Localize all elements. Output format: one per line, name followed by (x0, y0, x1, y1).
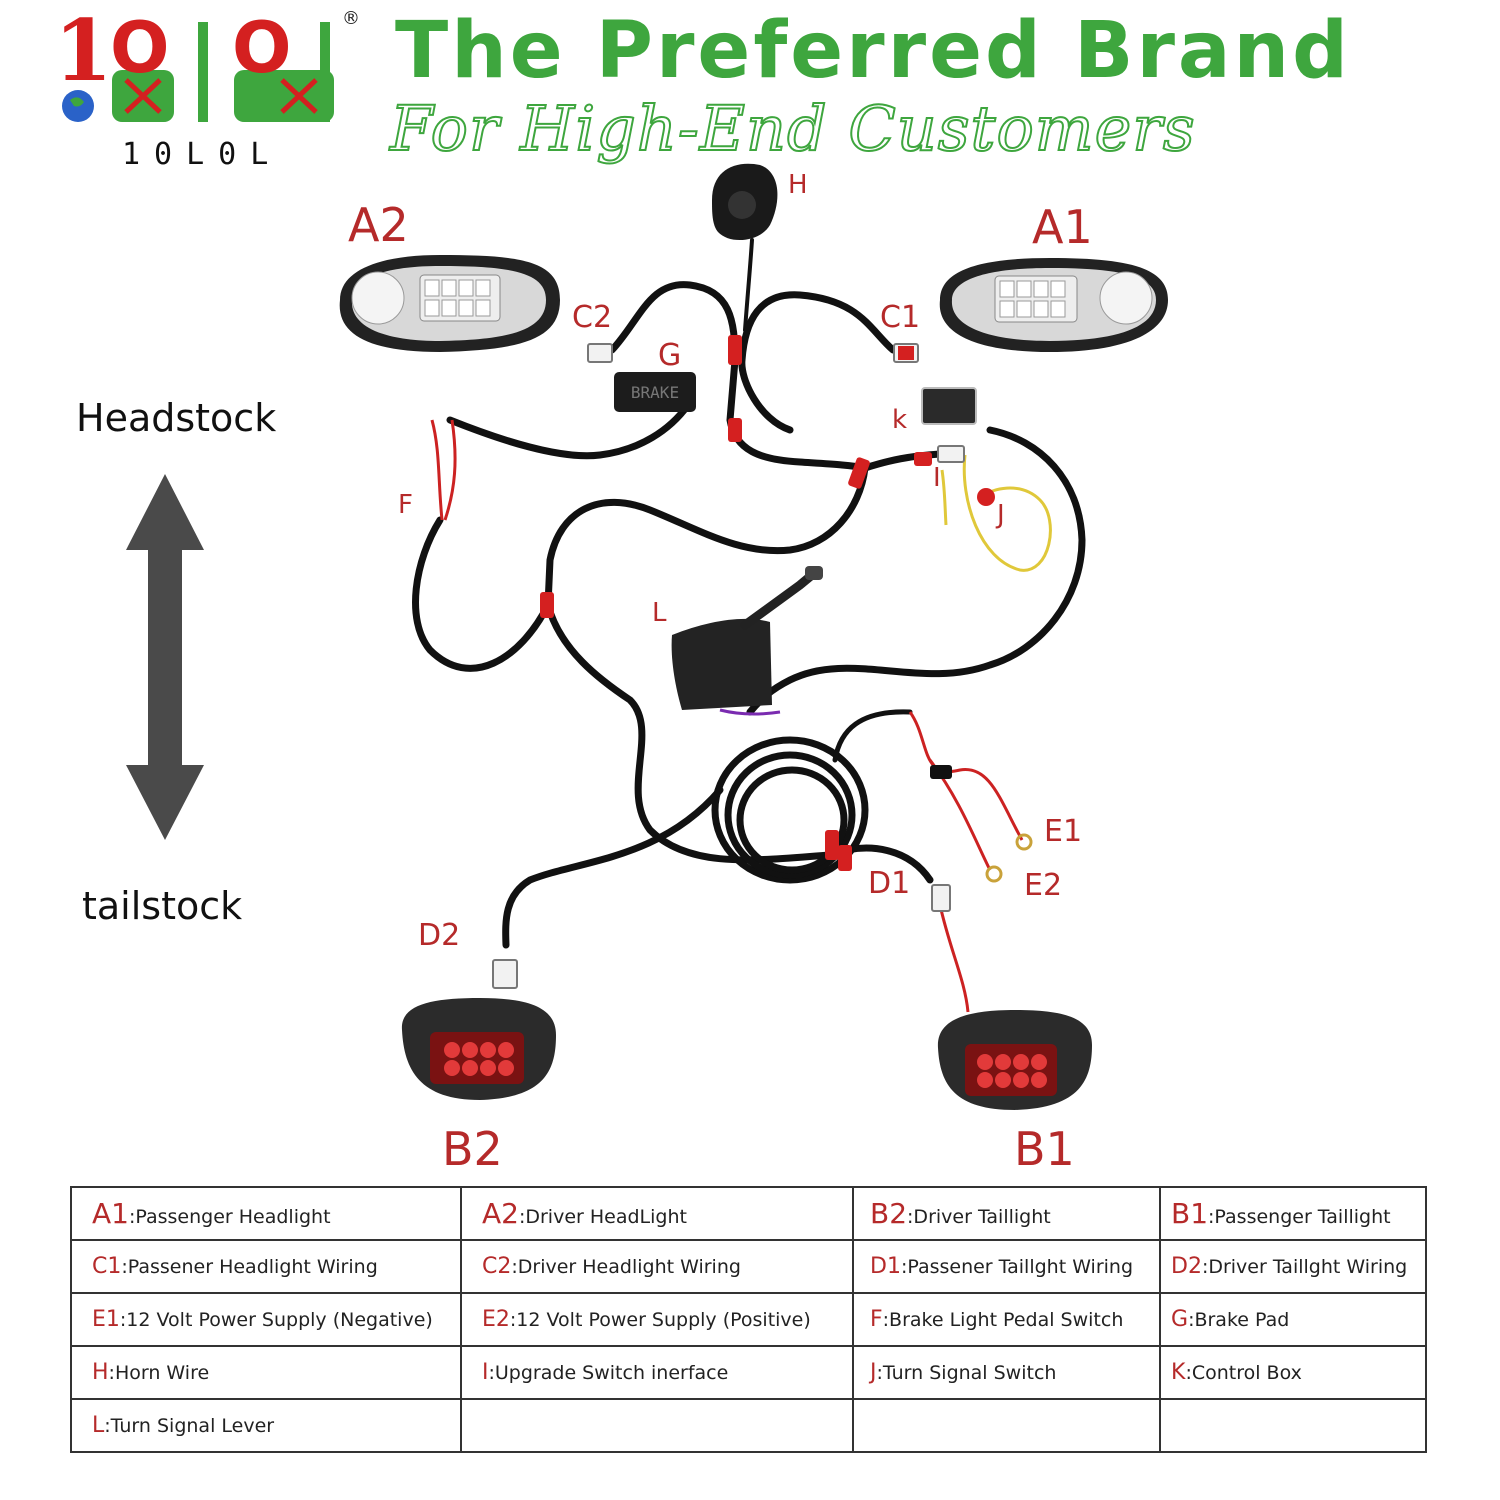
legend-cell: K:Control Box (1159, 1345, 1427, 1400)
taillight-b2 (401, 998, 556, 1100)
label-a2: A2 (348, 198, 409, 252)
label-j: J (997, 500, 1005, 530)
legend-cell: A2:Driver HeadLight (460, 1186, 854, 1241)
legend-cell: F:Brake Light Pedal Switch (852, 1292, 1161, 1347)
headlight-a2 (339, 255, 560, 352)
legend-cell: E1:12 Volt Power Supply (Negative) (70, 1292, 462, 1347)
turn-signal-lever-icon (671, 566, 823, 716)
legend-cell: E2:12 Volt Power Supply (Positive) (460, 1292, 854, 1347)
legend-cell: G:Brake Pad (1159, 1292, 1427, 1347)
headlight-a1 (939, 258, 1168, 352)
legend-cell: I:Upgrade Switch inerface (460, 1345, 854, 1400)
legend-cell (1159, 1398, 1427, 1453)
legend-cell (460, 1398, 854, 1453)
legend-cell: C1:Passener Headlight Wiring (70, 1239, 462, 1294)
control-box-icon (921, 387, 977, 425)
label-i: I (933, 463, 941, 493)
svg-text:O: O (110, 8, 170, 89)
double-arrow-icon (126, 474, 204, 840)
wiring-diagram: BRAKE (339, 163, 1168, 1110)
registered-mark: ® (342, 8, 360, 29)
label-c2: C2 (572, 300, 613, 335)
svg-text:1: 1 (54, 8, 112, 100)
label-e2: E2 (1024, 868, 1063, 903)
tailstock-label: tailstock (82, 884, 243, 928)
legend-row: E1:12 Volt Power Supply (Negative) E2:12… (70, 1292, 1427, 1347)
label-l: L (652, 598, 667, 628)
legend-row: C1:Passener Headlight Wiring C2:Driver H… (70, 1239, 1427, 1294)
legend-row: L:Turn Signal Lever (70, 1398, 1427, 1453)
label-k: k (892, 405, 908, 435)
legend-table: A1:Passenger Headlight A2:Driver HeadLig… (70, 1186, 1427, 1453)
legend-cell: A1:Passenger Headlight (70, 1186, 462, 1241)
label-b1: B1 (1014, 1122, 1075, 1176)
headline: The Preferred Brand (395, 6, 1351, 96)
label-e1: E1 (1044, 814, 1083, 849)
legend-cell: H:Horn Wire (70, 1345, 462, 1400)
legend-cell: B2:Driver Taillight (852, 1186, 1161, 1241)
horn-icon (712, 163, 778, 241)
subline: For High-End Customers (389, 91, 1196, 166)
brand-logo: 1 O O (54, 8, 334, 122)
svg-text:O: O (232, 8, 292, 89)
legend-row: H:Horn Wire I:Upgrade Switch inerface J:… (70, 1345, 1427, 1400)
legend-cell: B1:Passenger Taillight (1159, 1186, 1427, 1241)
label-d1: D1 (868, 866, 911, 901)
label-g: G (658, 338, 682, 373)
label-d2: D2 (418, 918, 461, 953)
legend-cell: C2:Driver Headlight Wiring (460, 1239, 854, 1294)
headstock-label: Headstock (76, 396, 277, 440)
legend-cell: J:Turn Signal Switch (852, 1345, 1161, 1400)
legend-cell: D1:Passener Taillght Wiring (852, 1239, 1161, 1294)
label-f: F (398, 490, 413, 520)
label-a1: A1 (1032, 200, 1093, 254)
legend-cell: L:Turn Signal Lever (70, 1398, 462, 1453)
label-h: H (788, 170, 808, 200)
logo-wordmark: 10L0L (122, 137, 283, 172)
brake-pad-icon (614, 372, 696, 412)
brake-pad-text: BRAKE (631, 383, 679, 402)
label-b2: B2 (442, 1122, 503, 1176)
legend-cell: D2:Driver Taillght Wiring (1159, 1239, 1427, 1294)
label-c1: C1 (880, 300, 921, 335)
legend-cell (852, 1398, 1161, 1453)
taillight-b1 (937, 1010, 1092, 1110)
legend-row: A1:Passenger Headlight A2:Driver HeadLig… (70, 1186, 1427, 1241)
